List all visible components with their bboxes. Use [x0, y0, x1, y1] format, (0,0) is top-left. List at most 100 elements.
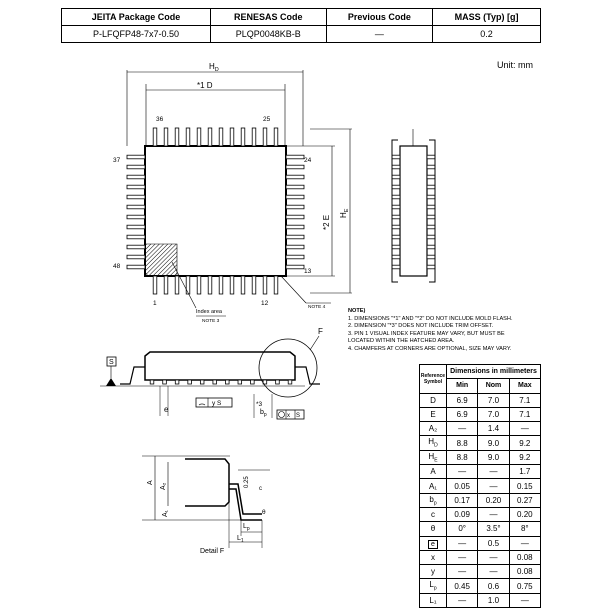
- detail-f-leader: [309, 335, 320, 351]
- a1-label: A₁: [162, 509, 169, 517]
- pin-48-label: 48: [113, 263, 121, 270]
- symbol-cell: A₁: [419, 478, 447, 494]
- pin-37-label: 37: [113, 157, 121, 164]
- lead: [126, 184, 146, 190]
- side-body: [399, 145, 428, 277]
- front-side-view: S F e y S *3 bp x S: [100, 327, 323, 420]
- bottom-leads: [152, 275, 279, 295]
- value-cell-max: 1.7: [508, 464, 542, 480]
- top-view: HD *1 D 36 25 37 24 48 13 1 12 *2 E HE: [113, 62, 352, 324]
- lead: [262, 379, 268, 385]
- lead: [391, 214, 401, 220]
- value-cell-nom: —: [477, 464, 510, 480]
- f-label: F: [318, 327, 323, 336]
- a2-label: A₂: [160, 482, 167, 490]
- notes-block: NOTE) 1. DIMENSIONS "*1" AND "*2" DO NOT…: [348, 308, 598, 354]
- package-code-table: JEITA Package Code RENESAS Code Previous…: [61, 8, 541, 43]
- value-cell-max: 7.1: [508, 406, 542, 423]
- value-cell-min: 8.8: [445, 449, 479, 466]
- side-lead-outline: [391, 139, 398, 283]
- symbol-cell: A: [419, 464, 447, 480]
- lead: [285, 234, 305, 240]
- value-cell-nom: 3.5°: [477, 521, 510, 537]
- max-header: Max: [508, 378, 542, 394]
- symbol-cell: HE: [419, 449, 447, 466]
- symbol-cell: y: [419, 564, 447, 580]
- note-star3-label: *3: [256, 401, 263, 408]
- a-label: A: [147, 480, 154, 485]
- reference-symbol-header: Reference Symbol: [419, 364, 447, 394]
- lead: [126, 194, 146, 200]
- lead: [391, 244, 401, 250]
- lead: [285, 154, 305, 160]
- value-cell-max: 0.20: [508, 506, 542, 523]
- value-cell-nom: 0.5: [477, 535, 510, 551]
- value-cell-min: 0.09: [445, 506, 479, 523]
- hd-label: HD: [209, 62, 219, 73]
- lead: [229, 127, 235, 147]
- lead: [229, 275, 235, 295]
- detail-body: [185, 458, 230, 507]
- dimensions-table: Reference Symbol Dimensions in millimete…: [419, 363, 542, 608]
- lead: [391, 234, 401, 240]
- symbol-cell: e: [419, 535, 447, 551]
- value-cell-nom: 9.0: [477, 449, 510, 466]
- note-item: 3. PIN 1 VISUAL INDEX FEATURE MAY VARY, …: [348, 330, 505, 337]
- lead: [207, 127, 213, 147]
- l1-label: L1: [237, 535, 244, 544]
- detail-f-circle: [258, 338, 318, 398]
- value-cell-min: 0.05: [445, 478, 479, 494]
- s-datum-label: S: [109, 359, 114, 366]
- right-side-view: [391, 129, 436, 283]
- lead: [251, 127, 257, 147]
- value-cell-min: 0°: [445, 521, 479, 537]
- table-row: P-LFQFP48-7x7-0.50 PLQP0048KB-B — 0.2: [61, 25, 541, 43]
- symbol-cell: L₁: [419, 592, 447, 608]
- y-s-box: [195, 397, 233, 408]
- lead: [196, 127, 202, 147]
- unit-label: Unit: mm: [497, 60, 533, 70]
- pin-1-label: 1: [153, 300, 157, 307]
- lead: [391, 184, 401, 190]
- index-area-hatch: [144, 243, 178, 277]
- lead: [185, 275, 191, 295]
- value-cell-max: 9.2: [508, 435, 542, 451]
- lead: [391, 164, 401, 170]
- lead: [287, 379, 293, 385]
- lead: [126, 204, 146, 210]
- lead: [391, 254, 401, 260]
- lead: [426, 184, 436, 190]
- note-item: 1. DIMENSIONS "*1" AND "*2" DO NOT INCLU…: [348, 315, 513, 322]
- lead: [225, 379, 230, 385]
- lead: [126, 174, 146, 180]
- y-s-label: y S: [212, 400, 222, 407]
- detail-lead-upper: [229, 483, 262, 515]
- pin-12-label: 12: [261, 300, 269, 307]
- lead: [162, 379, 167, 385]
- gauge-0-25-label: 0.25: [244, 476, 250, 488]
- value-cell-min: —: [445, 421, 479, 437]
- lead: [237, 379, 243, 385]
- right-leads: [285, 154, 305, 270]
- detail-f-view: A A₂ A₁ 0.25 c θ Lp L1 Detail F: [142, 455, 270, 555]
- symbol-cell: x: [419, 549, 447, 566]
- lead: [426, 264, 436, 270]
- pin-24-label: 24: [304, 157, 312, 164]
- table-row: A₂—1.4—: [419, 421, 542, 437]
- lead: [185, 127, 191, 147]
- detail-f-title: Detail F: [200, 548, 224, 555]
- e-label: *2 E: [322, 215, 331, 230]
- note4-leader: [280, 275, 307, 304]
- value-cell-nom: —: [477, 564, 510, 580]
- lead: [149, 379, 155, 385]
- value-cell-max: 9.2: [508, 449, 542, 466]
- lead: [126, 264, 146, 270]
- note-item: LOCATED WITHIN THE HATCHED AREA.: [348, 338, 455, 345]
- lead: [240, 275, 246, 295]
- lead: [426, 244, 436, 250]
- front-body: [144, 351, 296, 381]
